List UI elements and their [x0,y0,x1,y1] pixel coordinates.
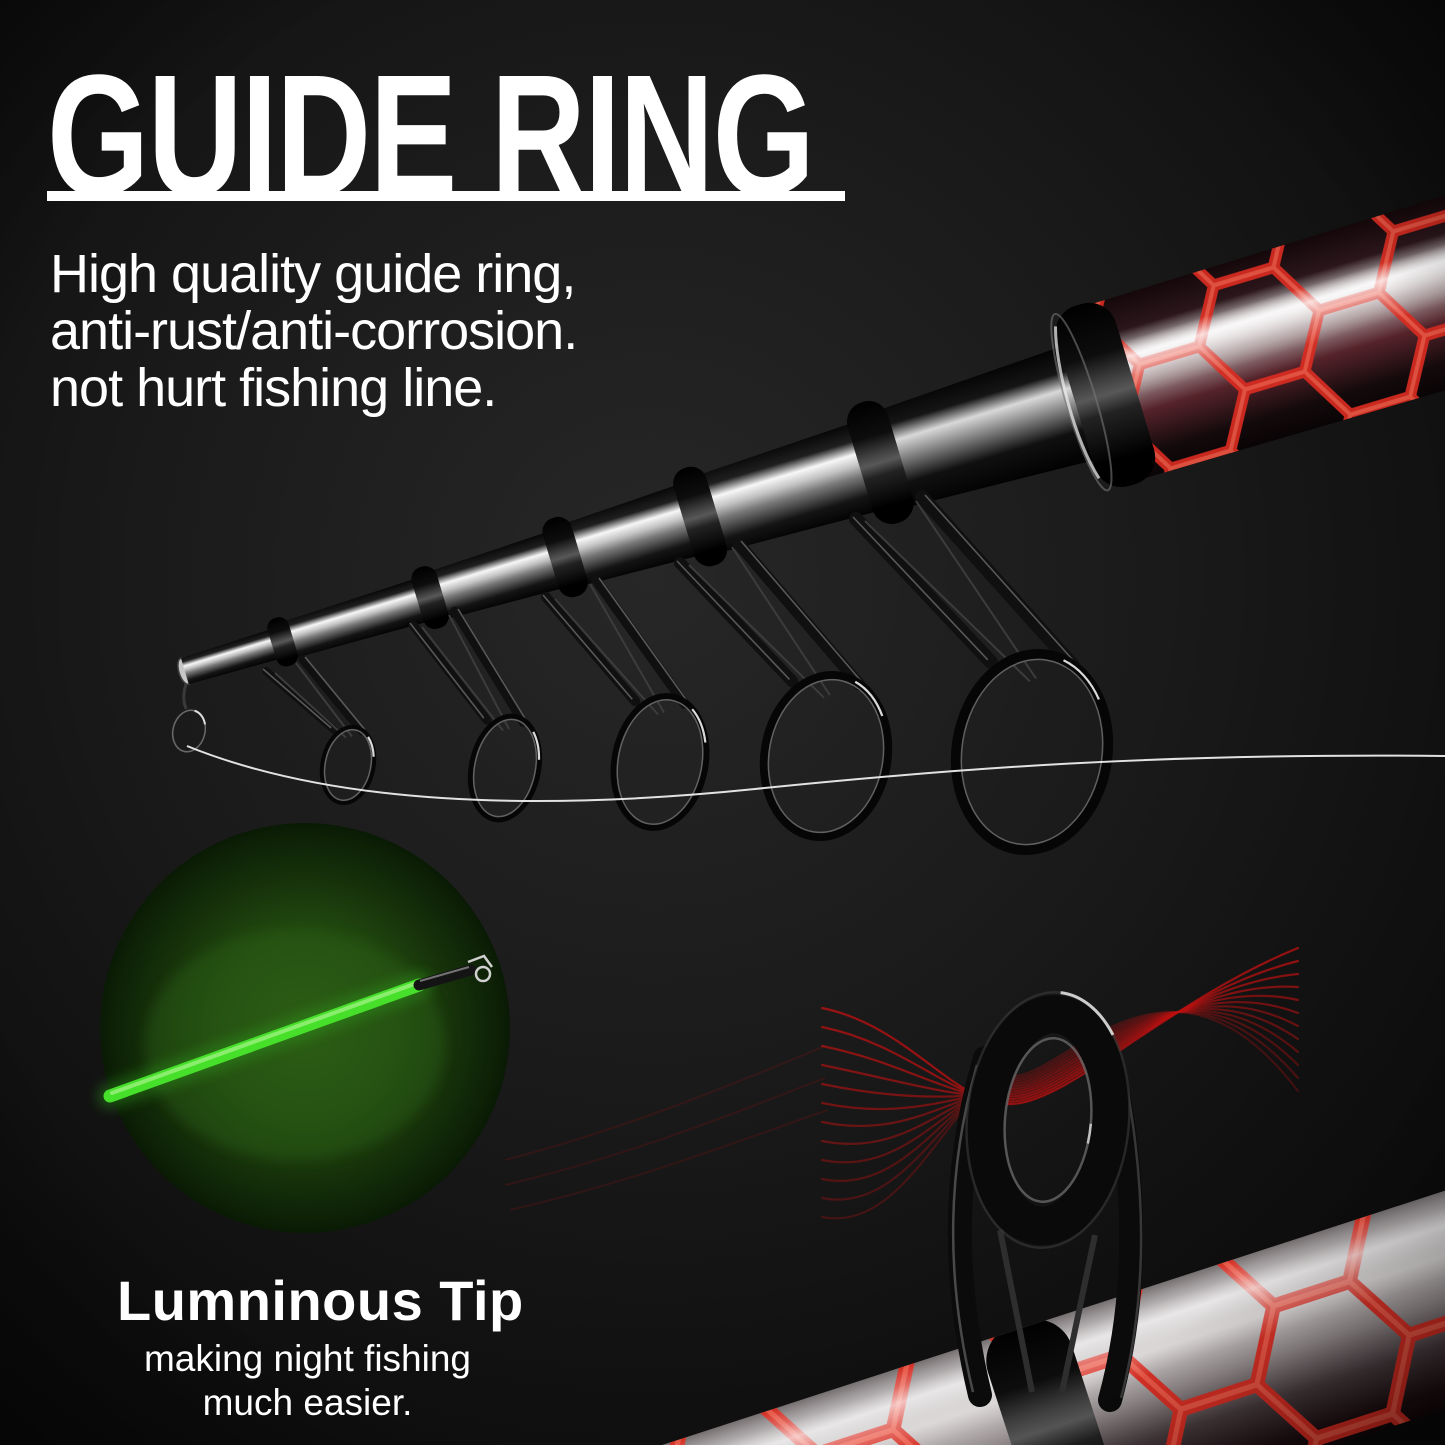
title-underline [47,191,845,201]
description-line: anti-rust/anti-corrosion. [50,301,578,361]
description-line: not hurt fishing line. [50,358,497,418]
luminous-tip-subtext: making night fishing much easier. [115,1337,500,1425]
luminous-tip-heading: Lumninous Tip [117,1269,524,1332]
description: High quality guide ring, anti-rust/anti-… [50,244,578,418]
luminous-tip-subtext-line: much easier. [202,1382,413,1423]
luminous-tip-subtext-line: making night fishing [143,1338,472,1379]
description-line: High quality guide ring, [50,244,576,304]
